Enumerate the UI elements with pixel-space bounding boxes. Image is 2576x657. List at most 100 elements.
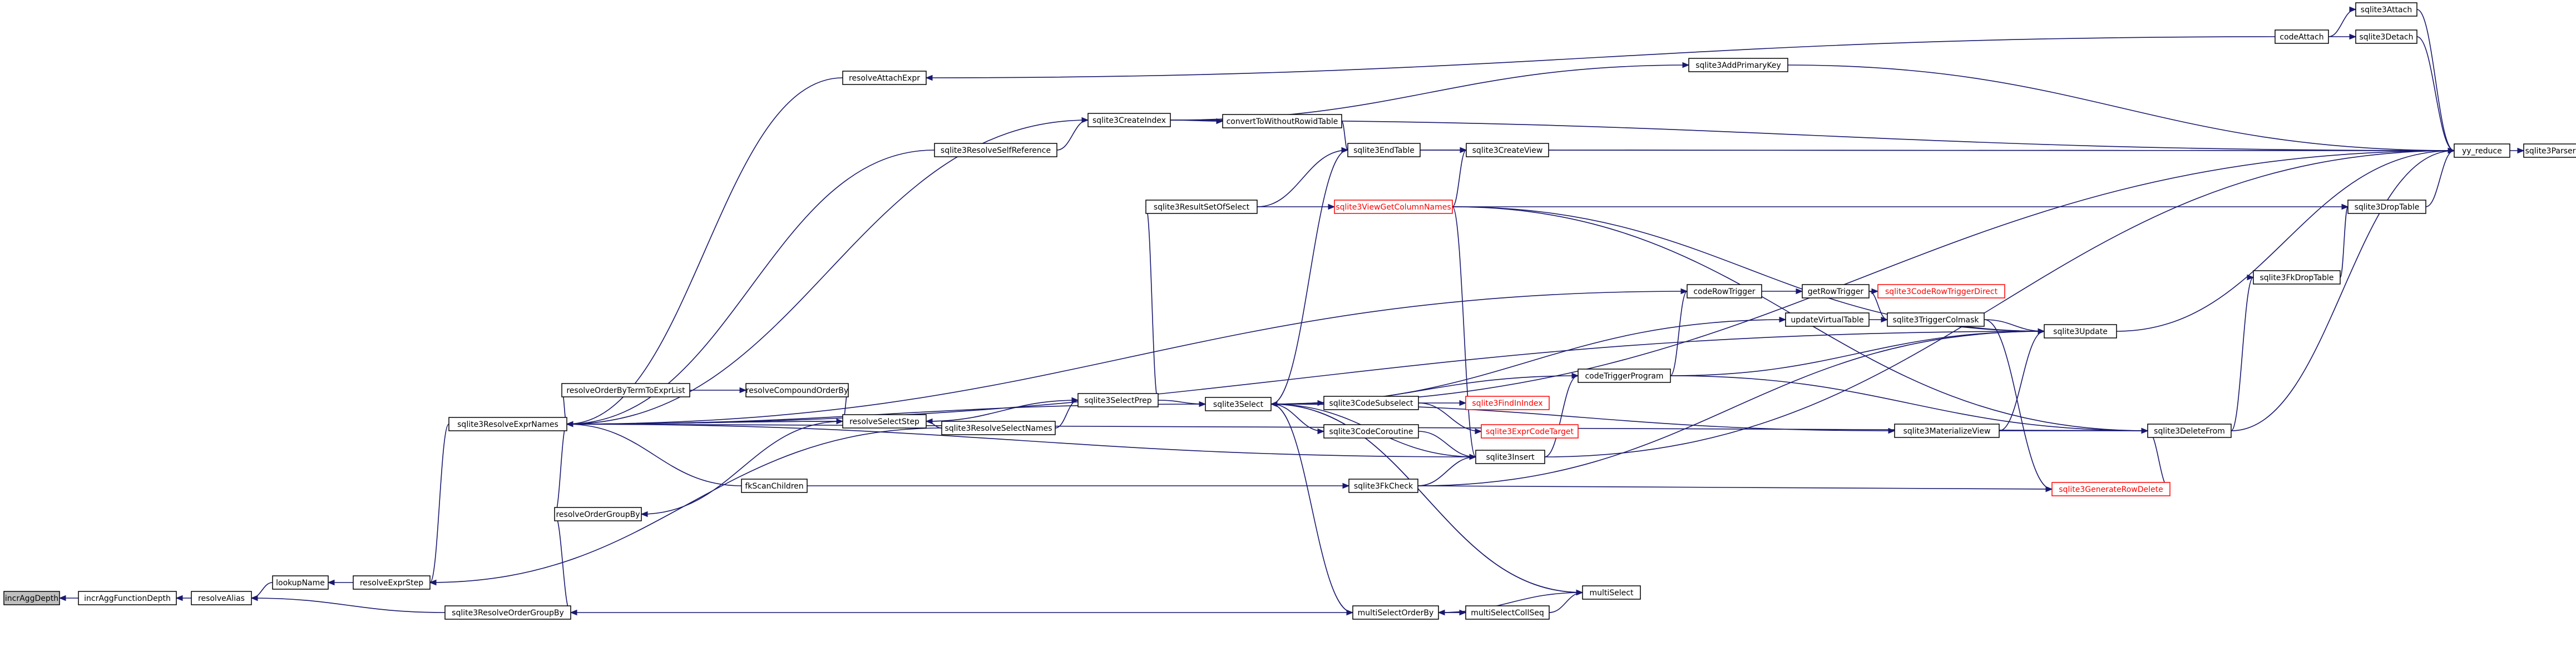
node-code-trigger-program[interactable]: codeTriggerProgram <box>1578 369 1671 383</box>
edge-resolve-select-step-to-resolve-order-group-by <box>640 421 843 517</box>
node-sqlite3-delete-from[interactable]: sqlite3DeleteFrom <box>2147 424 2232 438</box>
node-label: sqlite3ResultSetOfSelect <box>1154 203 1250 212</box>
node-label: resolveAlias <box>198 594 245 603</box>
node-sqlite3-detach[interactable]: sqlite3Detach <box>2355 29 2417 44</box>
edge-resolve-attach-expr-to-sqlite3-resolve-expr-names <box>566 77 843 427</box>
edge-sqlite3-view-get-column-names-to-sqlite3-create-view <box>1452 147 1467 207</box>
node-sqlite3-code-subselect[interactable]: sqlite3CodeSubselect <box>1323 396 1419 410</box>
node-label: getRowTrigger <box>1808 287 1864 296</box>
node-label: sqlite3CreateView <box>1472 146 1543 155</box>
edge-sqlite3-insert-to-yy-reduce <box>1544 147 2455 457</box>
node-resolve-alias[interactable]: resolveAlias <box>191 591 252 605</box>
node-multi-select[interactable]: multiSelect <box>1582 585 1641 600</box>
edge-sqlite3-attach-to-yy-reduce <box>2416 9 2455 154</box>
node-lookup-name[interactable]: lookupName <box>272 575 329 590</box>
edge-resolve-alias-to-incr-agg-function-depth <box>175 595 191 601</box>
edge-sqlite3-trigger-colmask-to-sqlite3-generate-row-delete <box>1984 319 2053 492</box>
node-sqlite3-end-table[interactable]: sqlite3EndTable <box>1347 143 1421 157</box>
node-sqlite3-update[interactable]: sqlite3Update <box>2044 324 2117 339</box>
node-label: multiSelect <box>1590 589 1634 598</box>
node-resolve-order-by-term-to-expr-list[interactable]: resolveOrderByTermToExprList <box>561 383 690 397</box>
node-label: incrAggFunctionDepth <box>84 594 171 603</box>
node-label: sqlite3CodeCoroutine <box>1329 427 1413 436</box>
node-sqlite3-fk-check[interactable]: sqlite3FkCheck <box>1348 479 1418 493</box>
node-sqlite3-result-set-of-select[interactable]: sqlite3ResultSetOfSelect <box>1145 200 1258 214</box>
node-sqlite3-create-index[interactable]: sqlite3CreateIndex <box>1087 113 1171 127</box>
node-sqlite3-select[interactable]: sqlite3Select <box>1205 397 1272 411</box>
node-incr-agg-depth: incrAggDepth <box>3 591 60 605</box>
node-sqlite3-fk-drop-table[interactable]: sqlite3FkDropTable <box>2253 270 2341 285</box>
node-multi-select-coll-seq[interactable]: multiSelectCollSeq <box>1465 605 1550 620</box>
node-sqlite3-expr-code-target[interactable]: sqlite3ExprCodeTarget <box>1481 424 1579 439</box>
node-yy-reduce[interactable]: yy_reduce <box>2454 143 2510 158</box>
edge-sqlite3-result-set-of-select-to-sqlite3-view-get-column-names <box>1257 203 1336 210</box>
node-sqlite3-resolve-self-reference[interactable]: sqlite3ResolveSelfReference <box>934 143 1057 157</box>
node-sqlite3-materialize-view[interactable]: sqlite3MaterializeView <box>1894 424 2000 438</box>
node-sqlite3-find-in-index[interactable]: sqlite3FindInIndex <box>1465 396 1550 410</box>
node-label: resolveAttachExpr <box>849 74 920 83</box>
edge-fk-scan-children-to-sqlite3-fk-check <box>807 482 1350 489</box>
node-update-virtual-table[interactable]: updateVirtualTable <box>1785 312 1870 327</box>
node-incr-agg-function-depth[interactable]: incrAggFunctionDepth <box>78 591 177 605</box>
edge-sqlite3-result-set-of-select-to-sqlite3-end-table <box>1257 147 1349 207</box>
edge-sqlite3-view-get-column-names-to-sqlite3-drop-table <box>1452 203 2349 210</box>
node-resolve-compound-order-by[interactable]: resolveCompoundOrderBy <box>745 383 849 397</box>
node-sqlite3-select-prep[interactable]: sqlite3SelectPrep <box>1077 393 1159 407</box>
node-sqlite3-attach[interactable]: sqlite3Attach <box>2355 2 2417 17</box>
edge-sqlite3-resolve-select-names-to-sqlite3-select-prep <box>1055 397 1079 429</box>
node-label: convertToWithoutRowidTable <box>1227 117 1338 126</box>
node-get-row-trigger[interactable]: getRowTrigger <box>1802 284 1870 298</box>
node-code-attach[interactable]: codeAttach <box>2275 29 2329 44</box>
node-code-row-trigger[interactable]: codeRowTrigger <box>1687 284 1762 298</box>
node-fk-scan-children[interactable]: fkScanChildren <box>741 479 808 493</box>
edge-sqlite3-create-index-to-sqlite3-add-primary-key <box>1170 62 1690 121</box>
node-sqlite3-generate-row-delete[interactable]: sqlite3GenerateRowDelete <box>2051 482 2170 496</box>
node-resolve-select-step[interactable]: resolveSelectStep <box>842 414 927 429</box>
edge-resolve-order-group-by-to-sqlite3-resolve-expr-names <box>554 421 568 515</box>
node-sqlite3-add-primary-key[interactable]: sqlite3AddPrimaryKey <box>1688 58 1788 72</box>
node-sqlite3-resolve-expr-names[interactable]: sqlite3ResolveExprNames <box>448 417 567 431</box>
node-resolve-expr-step[interactable]: resolveExprStep <box>353 575 431 590</box>
node-label: sqlite3Detach <box>2359 33 2413 42</box>
node-label: fkScanChildren <box>745 482 803 491</box>
node-sqlite3-code-coroutine[interactable]: sqlite3CodeCoroutine <box>1323 424 1419 439</box>
edge-sqlite3-add-primary-key-to-yy-reduce <box>1787 64 2455 154</box>
edge-resolve-order-by-term-to-expr-list-to-resolve-compound-order-by <box>689 387 747 394</box>
node-label: incrAggDepth <box>5 594 58 603</box>
node-label: resolveCompoundOrderBy <box>746 386 848 395</box>
node-resolve-attach-expr[interactable]: resolveAttachExpr <box>842 71 927 85</box>
edge-resolve-select-step-to-sqlite3-select-prep <box>926 397 1079 422</box>
edge-convert-to-without-rowid-table-to-sqlite3-end-table <box>1341 121 1349 153</box>
node-sqlite3-drop-table[interactable]: sqlite3DropTable <box>2347 200 2426 214</box>
node-label: sqlite3ResolveOrderGroupBy <box>452 609 564 618</box>
node-label: sqlite3SelectPrep <box>1084 396 1151 405</box>
edge-code-attach-to-sqlite3-detach <box>2328 33 2357 40</box>
edge-sqlite3-resolve-expr-names-to-resolve-expr-step <box>429 424 449 586</box>
edge-sqlite3-insert-to-code-trigger-program <box>1544 372 1579 457</box>
node-label: sqlite3Parser <box>2525 147 2576 156</box>
node-convert-to-without-rowid-table[interactable]: convertToWithoutRowidTable <box>1222 114 1342 128</box>
node-sqlite3-parser[interactable]: sqlite3Parser <box>2523 143 2576 158</box>
edge-fk-scan-children-to-sqlite3-resolve-expr-names <box>566 421 742 486</box>
node-sqlite3-trigger-colmask[interactable]: sqlite3TriggerColmask <box>1887 312 1985 327</box>
node-label: sqlite3DropTable <box>2355 203 2420 212</box>
node-sqlite3-resolve-order-group-by[interactable]: sqlite3ResolveOrderGroupBy <box>444 605 571 620</box>
node-sqlite3-create-view[interactable]: sqlite3CreateView <box>1466 143 1549 157</box>
edge-sqlite3-delete-from-to-yy-reduce <box>2231 147 2455 431</box>
node-label: sqlite3FindInIndex <box>1472 399 1542 408</box>
node-label: sqlite3ResolveSelfReference <box>941 146 1051 155</box>
node-sqlite3-view-get-column-names[interactable]: sqlite3ViewGetColumnNames <box>1334 200 1453 214</box>
node-label: resolveSelectStep <box>849 417 919 426</box>
node-label: resolveOrderGroupBy <box>556 510 640 519</box>
edge-code-trigger-program-to-code-row-trigger <box>1670 288 1688 376</box>
node-resolve-order-group-by[interactable]: resolveOrderGroupBy <box>554 507 642 521</box>
node-sqlite3-resolve-select-names[interactable]: sqlite3ResolveSelectNames <box>941 421 1056 435</box>
node-multi-select-order-by[interactable]: multiSelectOrderBy <box>1352 605 1439 620</box>
node-label: sqlite3ViewGetColumnNames <box>1336 203 1451 212</box>
node-sqlite3-insert[interactable]: sqlite3Insert <box>1475 450 1545 464</box>
node-label: sqlite3MaterializeView <box>1903 427 1991 436</box>
edge-sqlite3-select-to-sqlite3-code-coroutine <box>1270 404 1325 435</box>
edge-code-trigger-program-to-sqlite3-update <box>1670 328 2045 376</box>
edge-code-row-trigger-to-get-row-trigger <box>1762 288 1803 295</box>
node-sqlite3-code-row-trigger-direct[interactable]: sqlite3CodeRowTriggerDirect <box>1877 284 2005 298</box>
